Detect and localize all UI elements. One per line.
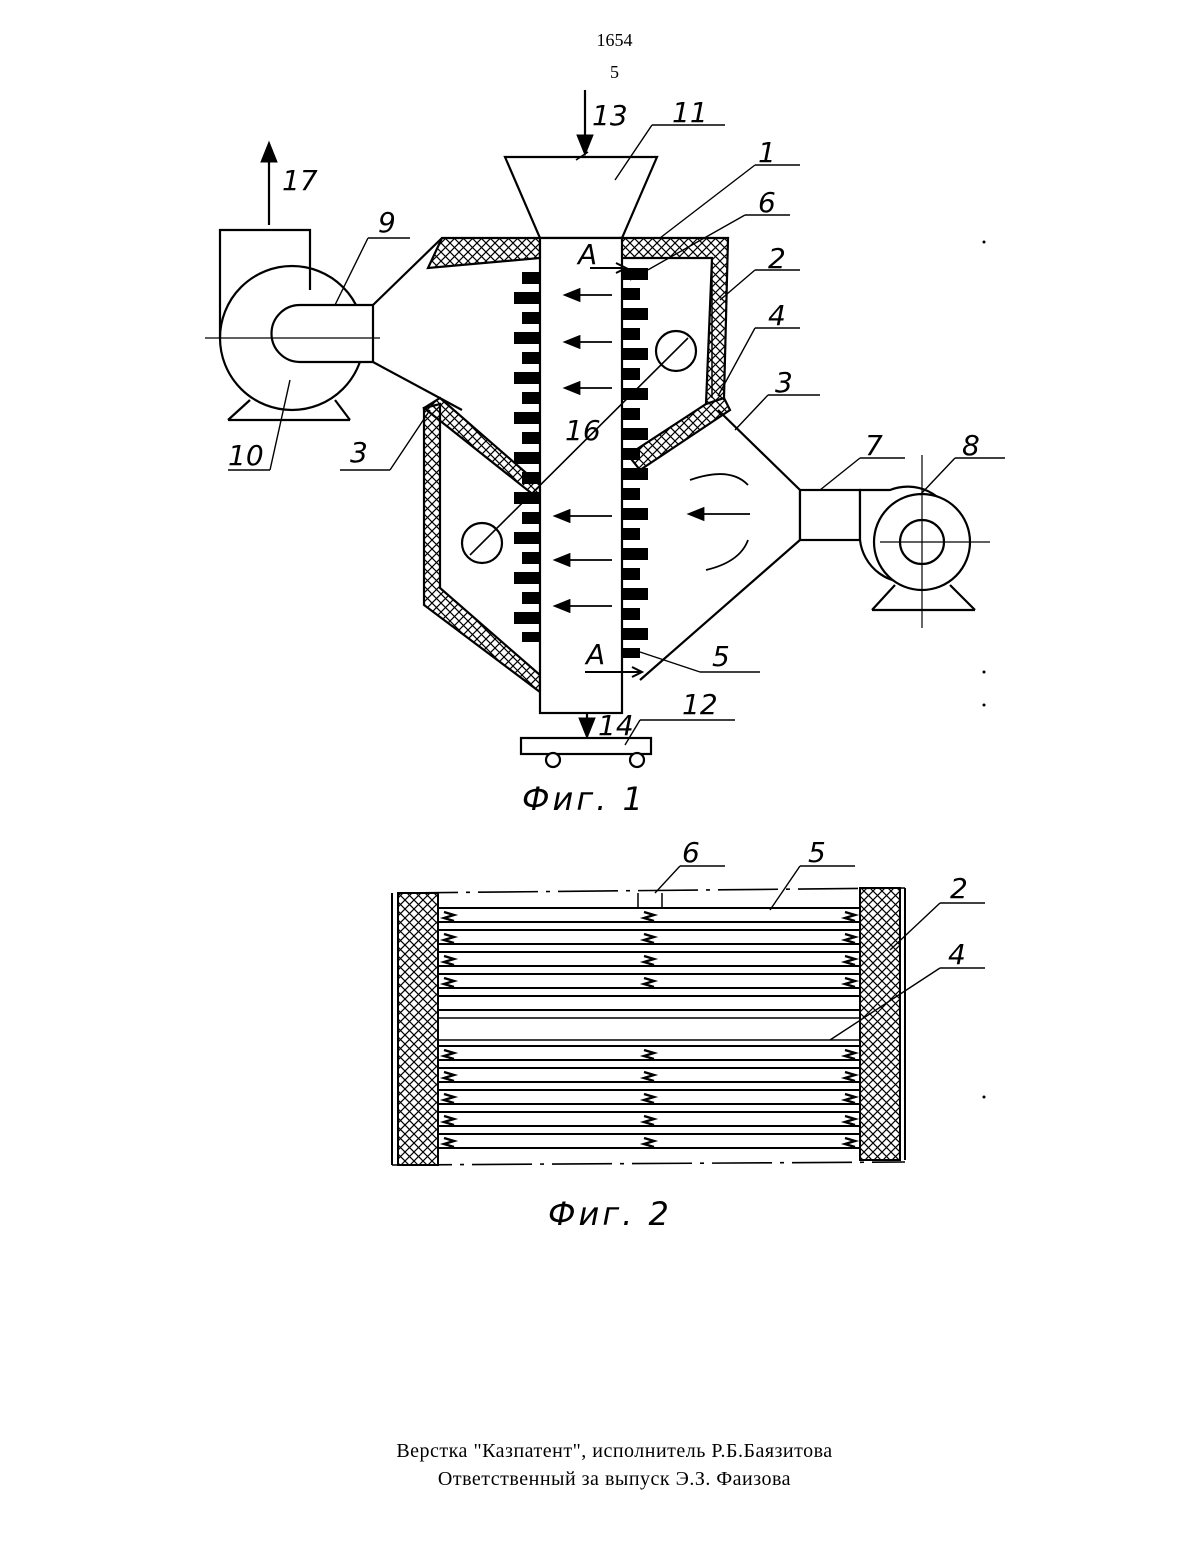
fig2-blades-upper	[438, 908, 860, 1010]
label-16: 16	[565, 414, 601, 447]
label-12: 12	[682, 688, 718, 721]
label-2: 2	[768, 242, 786, 275]
figure-2	[392, 866, 985, 1165]
fig2-label-5: 5	[808, 836, 826, 869]
label-5: 5	[712, 640, 730, 673]
fig2-left-wall	[398, 893, 438, 1165]
label-4: 4	[768, 299, 786, 332]
label-3-left: 3	[350, 436, 368, 469]
label-3-right: 3	[775, 366, 793, 399]
label-13: 13	[592, 99, 628, 132]
label-10: 10	[228, 439, 264, 472]
fig2-label-6: 6	[682, 836, 700, 869]
label-section-bottom: А	[584, 638, 605, 671]
margin-dots	[983, 241, 986, 1099]
footer-typesetting-credit: Верстка "Казпатент", исполнитель Р.Б.Бая…	[0, 1440, 1203, 1463]
label-6: 6	[758, 186, 776, 219]
blade-stack-left	[514, 272, 540, 642]
label-8: 8	[962, 429, 980, 462]
label-9: 9	[378, 206, 396, 239]
figure-2-caption: Фиг. 2	[548, 1195, 672, 1233]
label-11: 11	[672, 96, 708, 129]
fig2-right-wall	[860, 888, 900, 1160]
central-pipe	[540, 238, 622, 713]
right-fan	[800, 455, 990, 628]
trolley	[521, 738, 651, 767]
label-14: 14	[598, 709, 634, 742]
label-1: 1	[758, 136, 776, 169]
label-section-top: А	[576, 238, 597, 271]
fig2-label-2: 2	[950, 872, 968, 905]
hopper	[505, 157, 657, 238]
fig2-blades-lower	[438, 1046, 860, 1148]
label-17: 17	[282, 164, 318, 197]
figure-1-caption: Фиг. 1	[522, 780, 646, 818]
footer-responsible-credit: Ответственный за выпуск Э.З. Фаизова	[0, 1468, 1203, 1491]
label-7: 7	[865, 429, 883, 462]
fig2-label-4: 4	[948, 938, 966, 971]
upper-chamber-top-wall	[428, 238, 540, 268]
